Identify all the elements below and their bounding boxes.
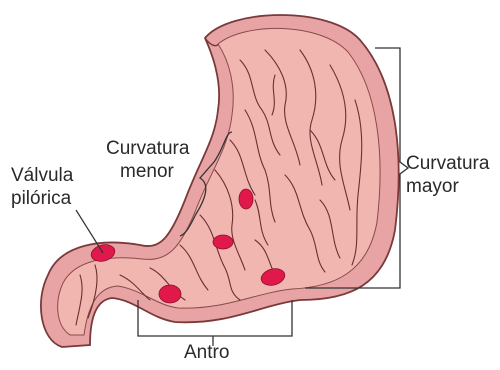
lesion-mid [213,235,233,249]
lesser-curvature-label-line1: Curvatura [106,137,189,160]
lesser-curvature-label-line2: menor [106,160,189,183]
pyloric-valve-label-line2: pilórica [11,187,73,210]
lesser-curvature-label: Curvatura menor [106,137,189,183]
lesion-upper [239,189,253,209]
greater-curvature-label-line2: mayor [406,175,489,198]
lesion-antrum [159,285,181,303]
greater-curvature-label-line1: Curvatura [406,152,489,175]
pyloric-valve-label-line1: Válvula [11,164,73,187]
antrum-label: Antro [184,341,229,364]
pyloric-valve-label: Válvula pilórica [11,164,73,210]
greater-curvature-label: Curvatura mayor [406,152,489,198]
